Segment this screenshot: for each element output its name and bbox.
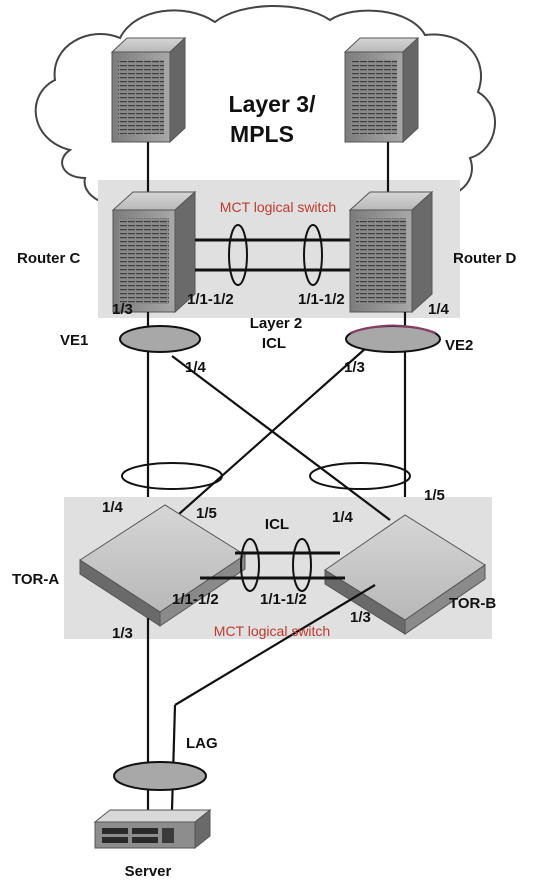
tor-b-label: TOR-B <box>449 595 496 612</box>
server-device <box>93 808 212 850</box>
tor-a-device <box>79 504 246 627</box>
port-a-icl-label: 1/1-1/2 <box>172 591 219 608</box>
port-a-1-3-label: 1/3 <box>112 625 133 642</box>
cloud-router-left <box>110 36 187 144</box>
top-mct-label: MCT logical switch <box>220 199 336 215</box>
link-tor-b-server-down <box>170 704 177 811</box>
tor-a-label: TOR-A <box>12 571 59 588</box>
server-label: Server <box>125 863 172 880</box>
port-b-1-3-label: 1/3 <box>350 609 371 626</box>
port-c-1-4-label: 1/4 <box>185 359 207 376</box>
port-b-1-4-label: 1/4 <box>332 509 354 526</box>
port-c-icl-label: 1/1-1/2 <box>187 291 234 308</box>
port-d-1-4-label: 1/4 <box>428 301 450 318</box>
lag-label: LAG <box>186 735 218 752</box>
ve2-highlight <box>349 324 437 334</box>
icl-label-bottom: ICL <box>265 516 289 533</box>
port-d-icl-label: 1/1-1/2 <box>298 291 345 308</box>
tor-b-device <box>324 514 486 635</box>
router-d-label: Router D <box>453 250 517 267</box>
port-b-1-5-label: 1/5 <box>424 487 445 504</box>
port-a-1-5-label: 1/5 <box>196 505 217 522</box>
ve1-bundle <box>119 325 201 353</box>
layer2-label: Layer 2 <box>250 315 303 332</box>
router-c-device <box>111 190 197 314</box>
bottom-mct-label: MCT logical switch <box>214 623 330 639</box>
top-icl-links <box>195 224 350 286</box>
ve1-label: VE1 <box>60 332 88 349</box>
router-c-label: Router C <box>17 250 81 267</box>
cloud-label-line2: MPLS <box>230 121 294 147</box>
cloud-label-line1: Layer 3/ <box>229 91 317 117</box>
tor-b-uplink-bundle <box>309 462 411 490</box>
link-tor-b-server <box>174 584 376 706</box>
cloud-router-right <box>343 36 420 144</box>
port-b-icl-label: 1/1-1/2 <box>260 591 307 608</box>
tor-a-uplink-bundle <box>121 462 223 490</box>
icl-label-top: ICL <box>262 335 286 352</box>
ve2-label: VE2 <box>445 337 473 354</box>
bottom-icl-links <box>200 538 345 592</box>
port-d-1-3-label: 1/3 <box>344 359 365 376</box>
port-c-1-3-label: 1/3 <box>112 301 133 318</box>
port-a-1-4-label: 1/4 <box>102 499 124 516</box>
link-c-1-4-cross <box>171 355 391 521</box>
lag-bundle <box>113 761 207 791</box>
router-d-device <box>348 190 434 314</box>
link-d-1-3-cross <box>169 339 376 523</box>
